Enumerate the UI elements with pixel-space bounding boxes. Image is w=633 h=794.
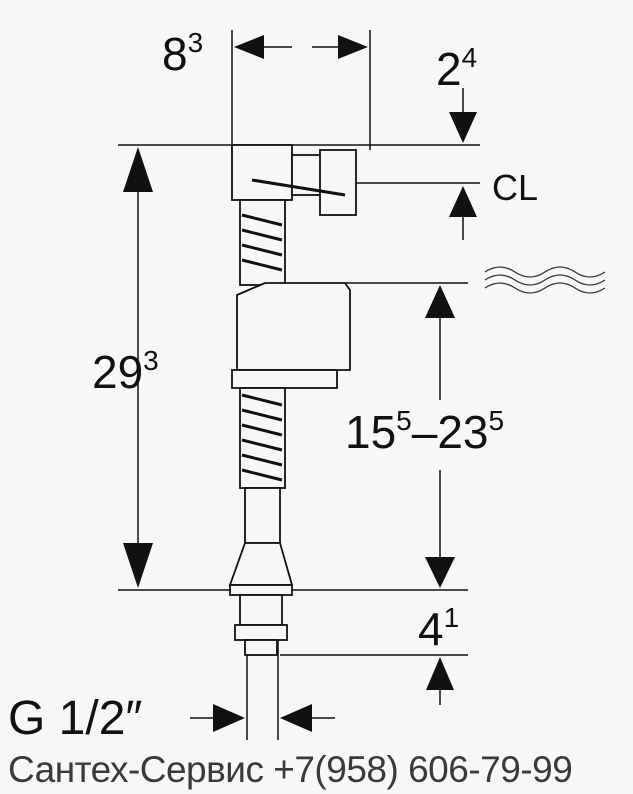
dimension-lines: [118, 30, 480, 740]
dimension-width-top: 83: [162, 27, 203, 80]
arrow-down-icon: [449, 112, 477, 143]
dimension-total-height: 293: [92, 345, 159, 398]
arrow-up-icon: [426, 657, 454, 690]
arrow-down-icon: [425, 557, 455, 588]
arrow-up-icon: [449, 186, 477, 217]
dimension-arrows: [123, 35, 477, 732]
arrow-right-icon: [213, 704, 245, 732]
valve-spring: [241, 178, 346, 482]
arrow-left-icon: [280, 704, 312, 732]
dimension-float-range: 155–235: [345, 405, 504, 458]
arrow-up-icon: [425, 285, 455, 318]
arrow-right-icon: [338, 35, 368, 59]
watermark: Сантех-Сервис +7(958) 606-79-99: [8, 749, 573, 790]
dimension-thread-length: 41: [418, 602, 459, 655]
fill-valve: [228, 144, 357, 656]
arrow-down-icon: [123, 543, 153, 588]
dimension-offset-top: 24: [436, 42, 477, 95]
water-level-icon: [484, 266, 606, 294]
arrow-left-icon: [234, 35, 264, 59]
thread-label: G 1/2″: [8, 692, 142, 745]
cl-label: CL: [492, 167, 538, 208]
arrow-up-icon: [123, 147, 153, 192]
